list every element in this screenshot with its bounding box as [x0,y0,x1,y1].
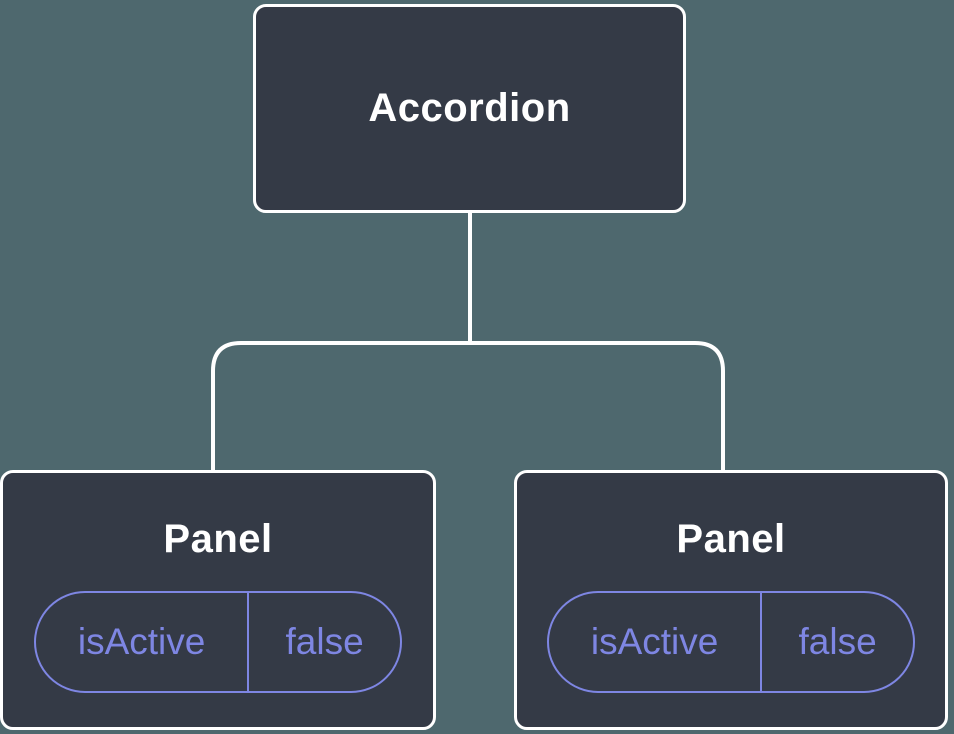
state-key-label: isActive [549,593,763,691]
node-panel-left: Panel isActive false [0,470,436,730]
bracket-line [211,341,725,470]
accordion-label: Accordion [368,86,571,130]
panel-right-label: Panel [676,516,786,561]
panel-left-label: Panel [163,516,273,561]
node-panel-right: Panel isActive false [514,470,948,730]
node-accordion: Accordion [253,4,686,213]
state-key-label: isActive [36,593,250,691]
state-pill-left: isActive false [34,591,402,693]
state-value-label: false [798,621,877,662]
state-value-label: false [285,621,364,662]
state-pill-right: isActive false [547,591,915,693]
